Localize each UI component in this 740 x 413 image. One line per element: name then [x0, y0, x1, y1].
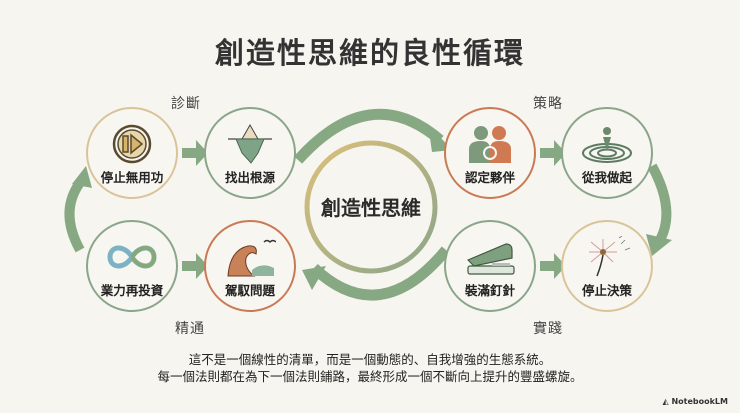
node-label: 停止決策 — [581, 283, 632, 298]
node-start-with-me[interactable]: 從我做起 — [561, 107, 653, 199]
brand-watermark: ◭ NotebookLM — [663, 397, 728, 406]
node-label: 停止無用功 — [100, 170, 164, 185]
node-label: 駕馭問題 — [224, 283, 275, 298]
section-diagnose: 診斷 — [171, 96, 201, 112]
diagram-title: 創造性思維的良性循環 — [214, 36, 525, 70]
arrow-left-head — [72, 166, 92, 188]
partners-icon — [469, 126, 511, 163]
node-load-staples[interactable]: 裝滿釘針 — [444, 220, 536, 312]
center-hub: 創造性思維 — [304, 140, 438, 274]
brand-label: NotebookLM — [671, 397, 728, 406]
arrow-right-head — [646, 234, 672, 256]
pause-play-icon — [112, 124, 152, 164]
arrow-bottom-head — [302, 266, 326, 290]
notebooklm-logo-icon: ◭ — [662, 397, 672, 406]
node-label: 找出根源 — [224, 170, 275, 185]
arrow-top-arc — [293, 108, 444, 164]
arrow-bottom-arc — [310, 246, 451, 301]
node-reinvest-energy[interactable]: 業力再投資 — [86, 220, 178, 312]
short-arrows — [182, 140, 566, 279]
section-strategy: 策略 — [533, 96, 563, 112]
node-stop-deciding[interactable]: 停止決策 — [561, 220, 653, 312]
iceberg-icon — [228, 123, 272, 164]
infinity-icon — [107, 245, 157, 269]
node-stop-useless-work[interactable]: 停止無用功 — [86, 107, 178, 199]
arrow-right-down — [647, 163, 672, 243]
wave-icon — [227, 239, 276, 277]
dandelion-icon — [589, 236, 631, 277]
section-mastery: 精通 — [175, 321, 205, 337]
footer-line-1: 這不是一個線性的清單，而是一個動態的、自我增強的生態系統。 — [188, 352, 552, 367]
node-ride-the-problem[interactable]: 駕馭問題 — [204, 220, 296, 312]
node-identify-partners[interactable]: 認定夥伴 — [444, 107, 536, 199]
ripple-icon — [582, 127, 632, 163]
stapler-icon — [466, 243, 515, 275]
center-label: 創造性思維 — [321, 196, 421, 220]
node-label: 認定夥伴 — [464, 170, 515, 185]
arrow-left-up — [64, 176, 87, 253]
footer-line-2: 每一個法則都在為下一個法則鋪路，最終形成一個不斷向上提升的豐盛螺旋。 — [157, 369, 583, 384]
node-label: 業力再投資 — [100, 283, 164, 298]
node-find-root-cause[interactable]: 找出根源 — [204, 107, 296, 199]
node-label: 從我做起 — [581, 170, 632, 185]
section-practice: 實踐 — [533, 321, 563, 337]
node-label: 裝滿釘針 — [464, 283, 515, 298]
